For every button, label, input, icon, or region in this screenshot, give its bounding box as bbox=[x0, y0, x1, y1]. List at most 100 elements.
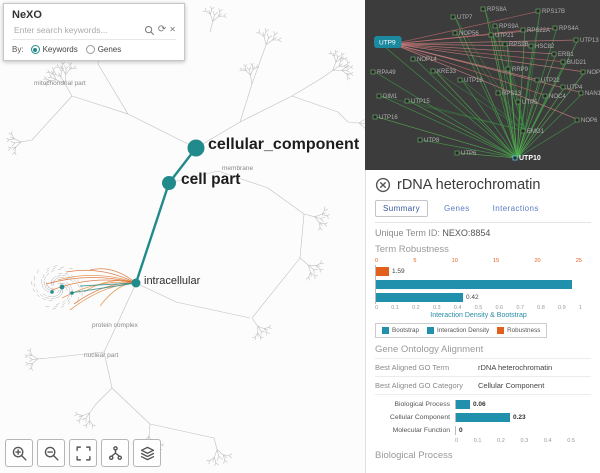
network-node[interactable]: UTP7 bbox=[450, 14, 473, 21]
network-node[interactable]: RPS8A bbox=[480, 6, 507, 13]
network-node[interactable]: UTP8 bbox=[417, 137, 440, 144]
term-details-panel: rDNA heterochromatin Summary Genes Interac… bbox=[365, 170, 600, 473]
network-node[interactable]: RPS4A bbox=[552, 25, 579, 32]
network-node[interactable]: KRE33 bbox=[430, 68, 457, 75]
network-node[interactable]: RPS22A bbox=[520, 27, 550, 34]
app-title: NeXO bbox=[12, 9, 42, 21]
network-node[interactable]: NOP1 bbox=[580, 69, 600, 76]
search-mode-keywords[interactable]: Keywords bbox=[30, 45, 78, 54]
selected-path-edge bbox=[69, 282, 137, 294]
network-edge bbox=[408, 100, 518, 159]
network-node[interactable]: UTP22 bbox=[534, 77, 560, 84]
close-details-button[interactable] bbox=[375, 177, 391, 193]
network-edge bbox=[461, 79, 526, 132]
network-node[interactable]: RPS13 bbox=[495, 90, 522, 97]
network-node[interactable]: NOC4 bbox=[542, 93, 566, 100]
tree-layout-button[interactable] bbox=[101, 439, 129, 467]
network-node[interactable]: EMG1 bbox=[520, 128, 545, 135]
network-node[interactable]: UTP13 bbox=[573, 37, 599, 44]
ontology-tree[interactable] bbox=[0, 0, 365, 473]
network-edge bbox=[392, 43, 580, 121]
search-by-label: By: bbox=[12, 45, 24, 54]
network-edge bbox=[378, 41, 518, 159]
layers-icon bbox=[140, 446, 154, 460]
fit-to-screen-button[interactable] bbox=[69, 439, 97, 467]
network-node[interactable]: UTP15 bbox=[404, 98, 430, 105]
node-glyph bbox=[450, 14, 456, 20]
network-node[interactable]: UTP18 bbox=[457, 77, 483, 84]
network-node[interactable]: DIM1 bbox=[376, 93, 398, 100]
tree-node[interactable] bbox=[162, 176, 176, 190]
network-node[interactable]: ERB1 bbox=[551, 51, 574, 58]
tree-node-label[interactable]: membrane bbox=[222, 164, 254, 172]
zoom-out-button[interactable] bbox=[37, 439, 65, 467]
tree-node[interactable] bbox=[131, 278, 141, 288]
reset-icon[interactable]: ⟳ bbox=[157, 24, 167, 35]
tree-node-label[interactable]: mitochondrial part bbox=[34, 79, 86, 87]
network-node[interactable]: RRP9 bbox=[505, 66, 529, 73]
svg-text:NOP14: NOP14 bbox=[417, 57, 437, 63]
tab-interactions[interactable]: Interactions bbox=[492, 204, 539, 213]
details-tabs: Summary Genes Interactions bbox=[375, 200, 591, 217]
network-node[interactable]: NOP56 bbox=[452, 30, 479, 37]
search-mode-genes[interactable]: Genes bbox=[85, 45, 121, 54]
svg-text:UTP9: UTP9 bbox=[379, 40, 396, 47]
interaction-edge bbox=[57, 275, 137, 284]
node-glyph bbox=[505, 66, 511, 72]
node-glyph bbox=[454, 150, 460, 156]
svg-text:UTP10: UTP10 bbox=[519, 155, 541, 162]
tree-node-label[interactable]: intracellular bbox=[144, 274, 201, 287]
network-node[interactable]: HSC82 bbox=[528, 43, 555, 50]
zoom-in-button[interactable] bbox=[5, 439, 33, 467]
layers-button[interactable] bbox=[133, 439, 161, 467]
node-glyph bbox=[404, 98, 410, 104]
network-node[interactable]: UTP16 bbox=[372, 114, 398, 121]
node-glyph bbox=[520, 27, 526, 33]
term-id: Unique Term ID: NEXO:8854 bbox=[375, 228, 591, 238]
network-node[interactable]: RPS17B bbox=[535, 8, 565, 15]
network-node[interactable]: RPA49 bbox=[370, 69, 396, 76]
tree-branches bbox=[6, 5, 365, 467]
tree-node[interactable] bbox=[59, 284, 65, 290]
tree-node-label[interactable]: protein complex bbox=[92, 321, 138, 329]
network-edge bbox=[392, 43, 557, 55]
network-node[interactable]: UTP6 bbox=[454, 150, 477, 157]
svg-text:RPA49: RPA49 bbox=[377, 70, 396, 76]
tree-node-label[interactable]: cellular_component bbox=[208, 136, 360, 154]
network-node[interactable]: UTP9 bbox=[374, 36, 402, 48]
tab-summary[interactable]: Summary bbox=[375, 200, 429, 217]
network-edge bbox=[408, 100, 526, 132]
close-icon bbox=[375, 177, 391, 193]
tab-genes[interactable]: Genes bbox=[444, 204, 470, 213]
node-glyph bbox=[580, 69, 586, 75]
network-node[interactable]: NOP6 bbox=[574, 117, 598, 124]
tree-node[interactable] bbox=[187, 139, 205, 157]
search-icon[interactable] bbox=[144, 25, 155, 36]
network-node[interactable]: BUD21 bbox=[560, 59, 587, 66]
tree-node[interactable] bbox=[70, 291, 74, 295]
svg-text:NOC4: NOC4 bbox=[549, 94, 566, 100]
network-node[interactable]: RPS9A bbox=[492, 23, 519, 30]
tree-node-label[interactable]: nuclear part bbox=[84, 351, 119, 359]
tree-node-label[interactable]: cell part bbox=[181, 171, 241, 189]
network-node[interactable]: UTP4 bbox=[560, 84, 583, 91]
clear-icon[interactable]: ✕ bbox=[169, 25, 176, 34]
tree-node[interactable] bbox=[50, 290, 54, 294]
search-input[interactable] bbox=[12, 24, 141, 36]
network-edge bbox=[499, 92, 518, 159]
network-node[interactable]: UTP21 bbox=[488, 32, 514, 39]
svg-text:RPS9B: RPS9B bbox=[509, 42, 529, 48]
term-title: rDNA heterochromatin bbox=[397, 177, 541, 193]
network-node[interactable]: UTP5 bbox=[515, 99, 538, 106]
network-node[interactable]: NAN1 bbox=[578, 90, 600, 97]
network-node[interactable]: NOP14 bbox=[410, 56, 437, 63]
network-node[interactable]: UTP10 bbox=[512, 155, 541, 162]
node-glyph bbox=[457, 77, 463, 83]
network-node[interactable]: RPS9B bbox=[502, 41, 529, 48]
